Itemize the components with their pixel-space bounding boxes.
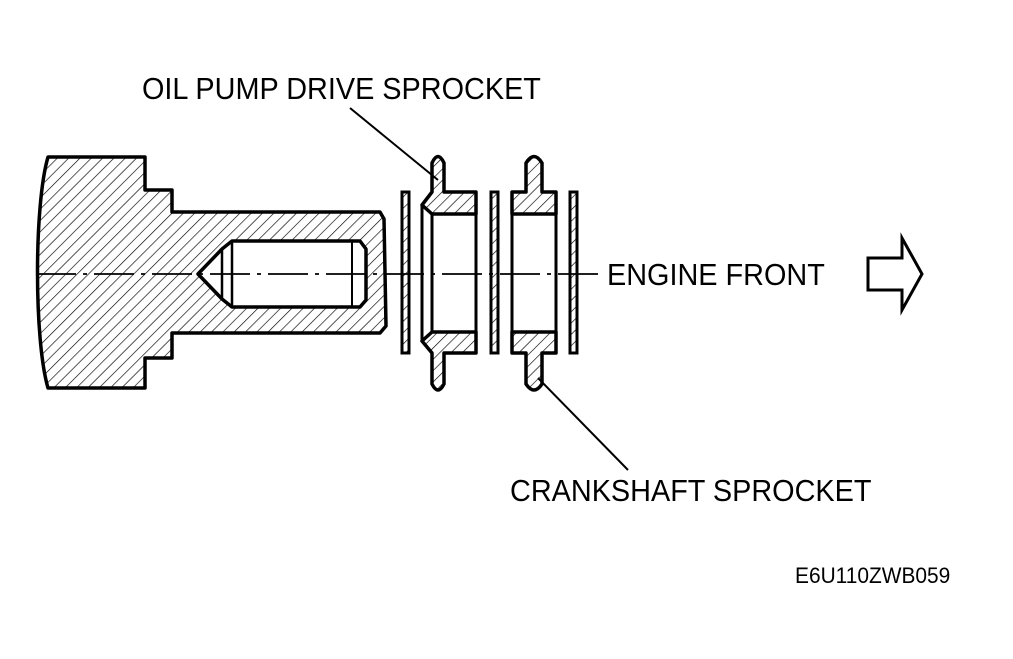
label-oil-pump-drive-sprocket: OIL PUMP DRIVE SPROCKET [142, 71, 541, 106]
engine-front-arrow-icon [866, 232, 924, 316]
washer-2 [489, 190, 500, 355]
crankshaft-sprocket [510, 154, 558, 392]
leader-crankshaft [537, 377, 629, 471]
leader-oil-pump [349, 107, 439, 181]
label-crankshaft-sprocket: CRANKSHAFT SPROCKET [510, 473, 872, 508]
oil-pump-drive-sprocket [420, 154, 478, 392]
figure-code: E6U110ZWB059 [795, 563, 951, 588]
crankshaft-nose [35, 155, 388, 390]
washer-3 [568, 190, 579, 355]
washer-1 [400, 190, 411, 355]
label-engine-front: ENGINE FRONT [607, 257, 825, 292]
